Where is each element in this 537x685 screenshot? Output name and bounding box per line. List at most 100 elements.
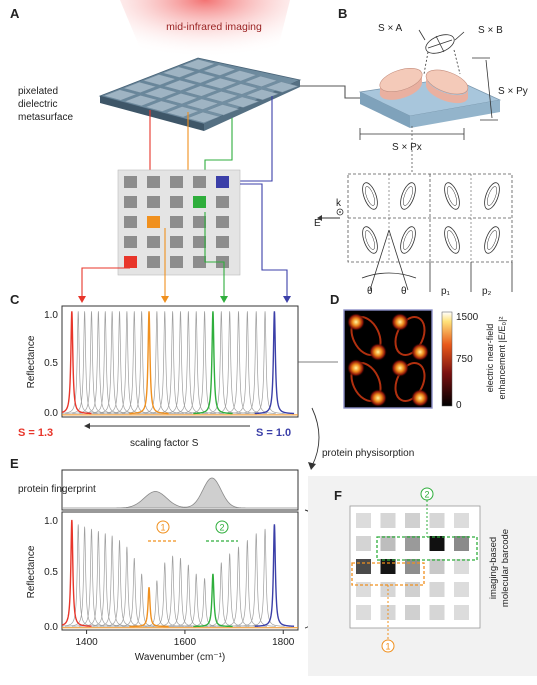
barcode-cell: [429, 559, 445, 574]
resonator-ellipse: [362, 182, 378, 210]
resonator-ellipse: [484, 182, 500, 210]
metasurface-pixel: [206, 104, 240, 116]
barcode-cell: [380, 559, 396, 574]
marker-one-e-text: 1: [160, 523, 165, 533]
spectrum-line: [145, 311, 185, 414]
e-xtick-label: 1600: [174, 637, 197, 648]
colorbar-label-line1: electric near-field: [485, 324, 495, 393]
pixel: [124, 216, 137, 228]
colorbar-label-line2: enhancement |E/E₀|²: [497, 317, 507, 400]
spectrum-line: [78, 531, 119, 627]
metasurface-pixel: [103, 89, 138, 101]
angle-lines: [361, 229, 513, 292]
barcode-cell: [356, 536, 371, 551]
c-ytick-0: 0.0: [44, 408, 58, 419]
marker-two-e-text: 2: [219, 523, 224, 533]
colorbar-tick-1500: 1500: [456, 312, 479, 323]
field-loop: [403, 230, 413, 250]
field-loop: [487, 186, 497, 206]
physisorption-arrow: protein physisorption: [308, 407, 414, 470]
field-loop: [403, 186, 413, 206]
barcode-cell: [356, 513, 371, 528]
spectrum-line: [245, 311, 285, 414]
pixel: [193, 256, 206, 268]
scaling-right: S = 1.0: [256, 427, 291, 439]
plot-e-frame: [61, 511, 299, 631]
infrared-glow: [120, 0, 290, 72]
barcode-cell: [356, 605, 371, 620]
e-ytick-05: 0.5: [44, 567, 58, 578]
barcode-cell: [380, 536, 396, 551]
spectrum-highlight-orange: [129, 587, 169, 628]
metasurface: [98, 57, 302, 131]
marker-one-f-text: 1: [385, 642, 390, 652]
pixel: [170, 236, 183, 248]
label-k: k: [336, 198, 342, 209]
barcode-cell: [454, 582, 469, 597]
fingerprint-frame: [61, 469, 299, 511]
barcode-cell: [405, 536, 420, 551]
pixel: [216, 196, 229, 208]
metasurface-pixel: [181, 59, 216, 71]
pixel-highlighted: [147, 216, 160, 228]
panel-label-f: F: [334, 488, 342, 503]
spectrum-line: [85, 533, 125, 627]
spectrum-highlight-red: [61, 519, 92, 627]
spectrum-line: [160, 311, 201, 414]
plot-c-frame: [61, 305, 299, 418]
metasurface-pixel: [223, 70, 258, 82]
barcode-label-line1: imaging-based: [488, 537, 499, 599]
barcode-cell: [380, 513, 396, 528]
arrows-to-c: [78, 183, 291, 303]
resonator-ellipse: [444, 226, 460, 254]
spectrum-line: [245, 528, 285, 627]
e-xlabel: Wavenumber (cm⁻¹): [135, 652, 225, 663]
barcode-cell: [356, 582, 371, 597]
spectra-c: [61, 311, 298, 416]
panel-f: F 2 1 imaging-based molecular barcode: [308, 476, 537, 676]
metasurface-pixel: [162, 66, 196, 78]
resonator-ellipse: [400, 182, 416, 210]
spectrum-line: [218, 311, 259, 414]
label-s-times-b: S × B: [478, 25, 503, 36]
spectrum-line: [152, 311, 193, 414]
field-loop: [447, 230, 457, 250]
metasurface-pixel: [186, 111, 221, 123]
metasurface-pixel: [144, 100, 179, 112]
label-p2: p₂: [482, 286, 492, 297]
metasurface-pixel: [163, 79, 198, 91]
theta-left: θ: [367, 286, 373, 297]
pixel-highlighted: [193, 196, 206, 208]
pixel: [124, 176, 137, 188]
metasurface-pixel: [182, 72, 217, 84]
barcode-cell: [405, 582, 420, 597]
protein-fingerprint-label: protein fingerprint: [18, 484, 96, 495]
barcode-cell: [454, 559, 469, 574]
c-ytick-1: 1.0: [44, 310, 58, 321]
spectrum-highlight-green: [193, 311, 233, 415]
barcode-cell: [380, 605, 396, 620]
spectrum-line: [236, 533, 276, 627]
c-ylabel: Reflectance: [26, 335, 37, 388]
scaling-arrow: [84, 423, 250, 429]
spectrum-line: [227, 540, 268, 627]
pixel: [216, 216, 229, 228]
metasurface-pixel: [122, 81, 157, 93]
barcode-cells: [356, 513, 469, 620]
marker-two-f-text: 2: [424, 490, 429, 500]
barcode-cell: [429, 582, 445, 597]
metasurface-pixel: [164, 93, 199, 105]
metasurface-pixel: [244, 75, 278, 87]
e-ytick-1: 1.0: [44, 516, 58, 527]
pixel-highlighted: [124, 256, 137, 268]
barcode-cell: [454, 513, 469, 528]
spectra-e: [61, 519, 298, 629]
barcode-label-line2: molecular barcode: [500, 529, 511, 607]
barcode-cell: [429, 605, 445, 620]
spectrum-line: [227, 311, 268, 414]
field-hotspots: [347, 313, 429, 407]
spectrum-line: [137, 311, 177, 414]
protein-fingerprint-curve: [62, 477, 298, 509]
label-s-times-px: S × Px: [392, 142, 422, 153]
